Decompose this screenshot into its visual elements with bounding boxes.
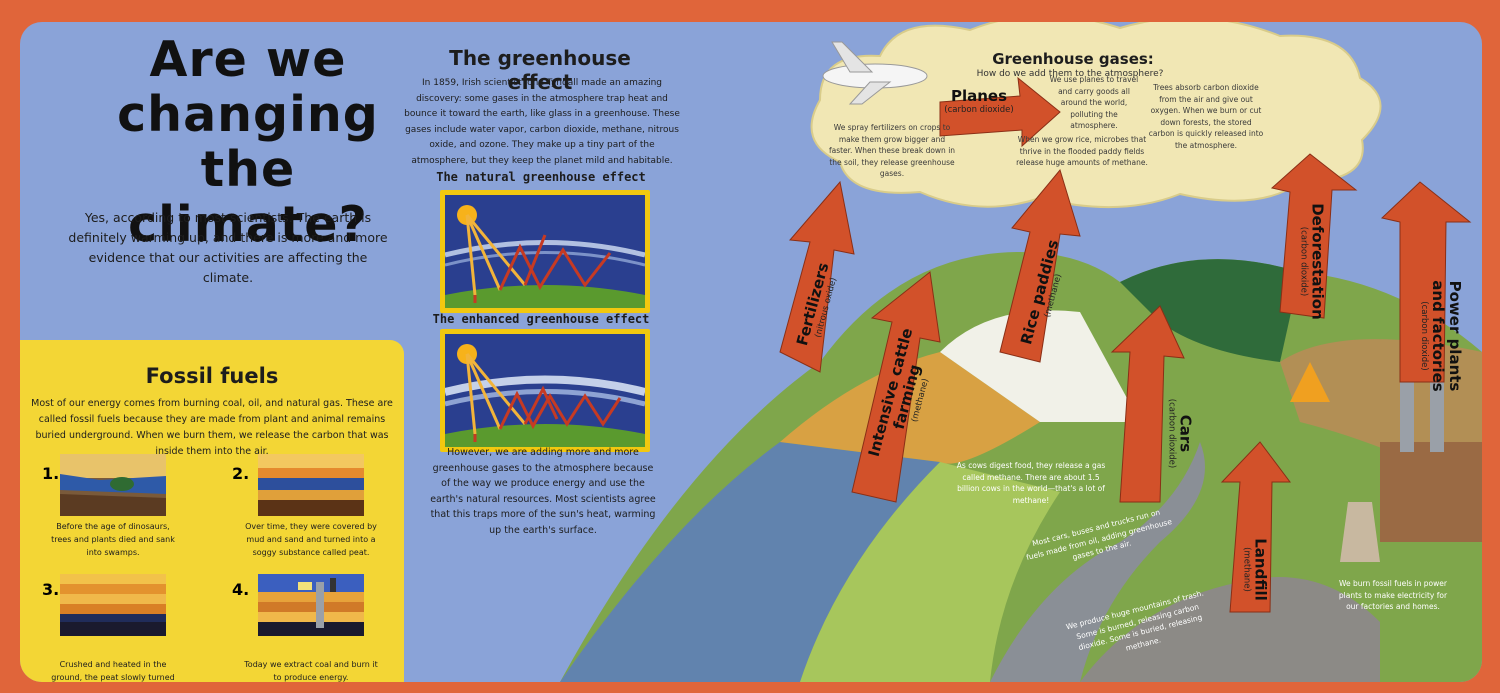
climate-illustration [560, 22, 1482, 682]
step-number: 4. [232, 580, 250, 599]
arrow-label-cars: Cars(carbon dioxide) [1166, 398, 1195, 469]
power-plants-text: We burn fossil fuels in power plants to … [1338, 579, 1448, 611]
power-arrow [1380, 181, 1472, 383]
greenhouse-cloud [810, 22, 1382, 209]
greenhouse-text: In 1859, Irish scientist John Tyndall ma… [404, 78, 680, 166]
step-number: 1. [42, 464, 60, 483]
enhanced-effect-diagram [440, 329, 650, 452]
cars-arrow [1110, 305, 1185, 503]
enhanced-effect-title: The enhanced greenhouse effect [432, 312, 650, 326]
natural-effect-diagram [440, 190, 650, 313]
natural-effect-illustration [444, 195, 646, 308]
greenhouse-gases-subtitle: How do we add them to the atmosphere? [976, 69, 1164, 79]
coal-layers-illustration [60, 574, 166, 636]
intro-text: Yes, according to most scientists. The e… [68, 210, 388, 285]
swamp-illustration [60, 454, 166, 516]
step-caption: Before the age of dinosaurs, trees and p… [51, 522, 175, 557]
planes-text: We use planes to travel and carry goods … [1049, 75, 1139, 130]
peat-layers-illustration [258, 454, 364, 516]
cattle-arrow [851, 271, 941, 503]
fossil-fuels-title: Fossil fuels [145, 364, 279, 388]
fertilizers-arrow [779, 180, 855, 373]
step-number: 2. [232, 464, 250, 483]
step-number: 3. [42, 580, 60, 599]
fossil-fuels-panel: Fossil fuels Most of our energy comes fr… [20, 340, 404, 682]
greenhouse-footer-text: However, we are adding more and more gre… [430, 447, 656, 536]
fossil-fuels-text: Most of our energy comes from burning co… [31, 398, 393, 457]
trees-text: Trees absorb carbon dioxide from the air… [1148, 83, 1264, 150]
cows-text: As cows digest food, they release a gas … [956, 461, 1106, 505]
natural-effect-title: The natural greenhouse effect [436, 170, 646, 184]
arrow-label-deforestation: Deforestation(carbon dioxide) [1298, 203, 1327, 320]
greenhouse-title: The greenhouse effect [449, 46, 631, 94]
deforestation-arrow [1270, 153, 1358, 319]
fertilizer-text: We spray fertilizers on crops to make th… [828, 123, 956, 178]
step-caption: Today we extract coal and burn it to pro… [244, 660, 378, 682]
greenhouse-gases-title: Greenhouse gases: [992, 50, 1154, 68]
rice-text: When we grow rice, microbes that thrive … [1016, 135, 1148, 167]
enhanced-effect-illustration [444, 334, 646, 447]
coal-mining-illustration [258, 574, 364, 636]
arrow-label-power: Power plants and factories(carbon dioxid… [1419, 280, 1464, 392]
plane-illustration [822, 41, 928, 105]
page-background: Are we changing the climate? Yes, accord… [20, 22, 1482, 682]
arrow-label-landfill: Landfill(methane) [1241, 538, 1270, 601]
landfill-arrow [1220, 441, 1291, 613]
step-caption: Crushed and heated in the ground, the pe… [51, 660, 175, 682]
step-caption: Over time, they were covered by mud and … [245, 522, 377, 557]
planes-arrow [939, 76, 1061, 148]
rice-arrow [999, 168, 1081, 363]
arrow-label-planes: Planes(carbon dioxide) [944, 87, 1014, 116]
page-title: Are we changing the climate? [117, 31, 379, 253]
